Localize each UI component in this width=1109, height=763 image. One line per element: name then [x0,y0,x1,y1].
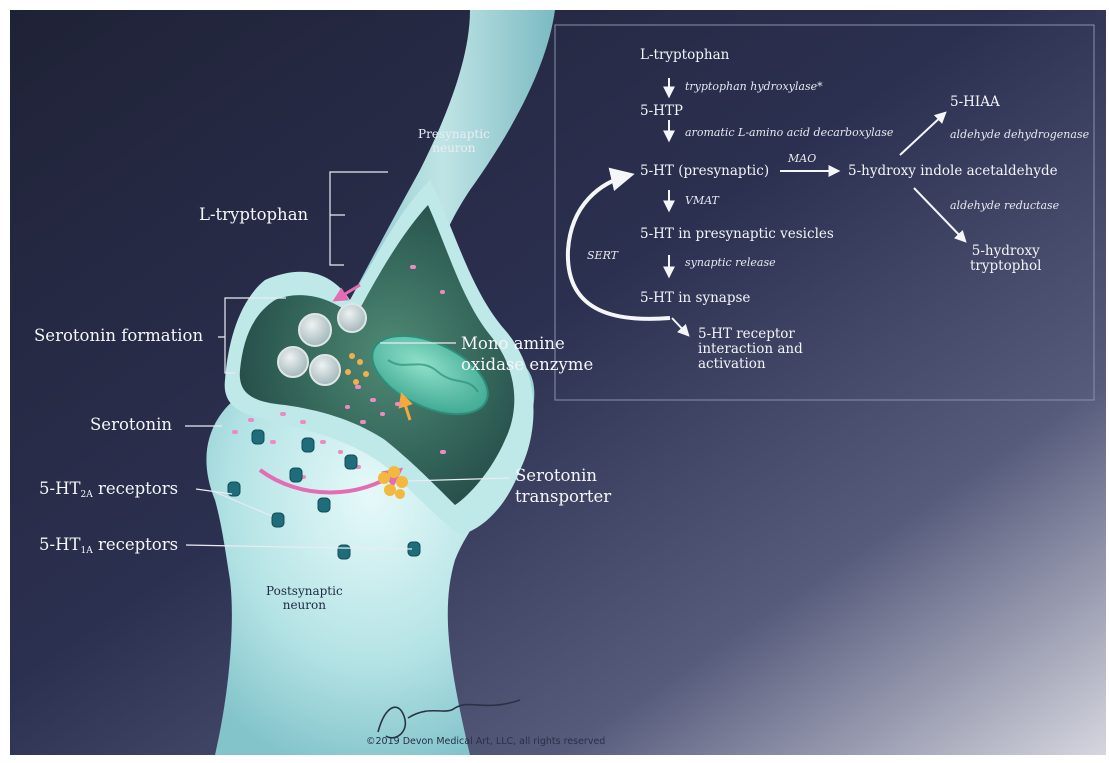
step-5-htp: 5-HTP [640,103,683,119]
receptor-activation-line1: 5-HT receptor [698,327,803,342]
presynaptic-label-line1: Presynaptic [418,127,490,141]
serotonin-formation-label: Serotonin formation [34,326,203,345]
serotonin-label: Serotonin [90,415,172,434]
step-hydroxy-indole: 5-hydroxy indole acetaldehyde [848,163,1058,179]
mao-enzyme-label: Mono amine oxidase enzyme [461,333,593,375]
step-tryptophol: 5-hydroxy tryptophol [970,244,1041,274]
enzyme-tryptophan-hydroxylase: tryptophan hydroxylase* [685,80,823,93]
step-l-tryptophan: L-tryptophan [640,47,729,63]
step-receptor-activation: 5-HT receptor interaction and activation [698,327,803,372]
receptors-2a-subscript: 2A [80,490,92,500]
presynaptic-label-line2: neuron [418,141,490,155]
copyright-notice: ©2019 Devon Medical Art, LLC, all rights… [366,736,605,747]
mao-label-line2: oxidase enzyme [461,354,593,375]
receptor-activation-line2: interaction and [698,342,803,357]
postsynaptic-label-line2: neuron [266,598,343,612]
tryptophol-line2: tryptophol [970,259,1041,274]
enzyme-aldehyde-reductase: aldehyde reductase [950,199,1059,212]
tryptophol-line1: 5-hydroxy [970,244,1041,259]
receptors-1a-suffix: receptors [93,535,178,554]
receptor-activation-line3: activation [698,357,803,372]
postsynaptic-neuron-label: Postsynaptic neuron [266,584,343,612]
receptors-2a-suffix: receptors [93,479,178,498]
step-5-ht-presynaptic: 5-HT (presynaptic) [640,163,769,179]
serotonin-transporter-label: Serotonin transporter [515,465,611,507]
enzyme-synaptic-release: synaptic release [685,256,776,269]
receptors-2a-prefix: 5-HT [39,479,80,498]
enzyme-aldehyde-dehydrogenase: aldehyde dehydrogenase [950,128,1089,141]
step-5-ht-synapse: 5-HT in synapse [640,290,750,306]
step-presynaptic-vesicles: 5-HT in presynaptic vesicles [640,226,834,242]
l-tryptophan-label: L-tryptophan [199,205,308,224]
receptors-1a-subscript: 1A [80,546,92,556]
enzyme-vmat: VMAT [685,194,719,207]
mao-label-line1: Mono amine [461,333,593,354]
enzyme-sert: SERT [587,249,618,262]
receptors-2a-label: 5-HT2A receptors [39,479,178,500]
enzyme-aadc: aromatic L-amino acid decarboxylase [685,126,893,139]
receptors-1a-label: 5-HT1A receptors [39,535,178,556]
postsynaptic-label-line1: Postsynaptic [266,584,343,598]
step-5-hiaa: 5-HIAA [950,94,1000,110]
receptors-1a-prefix: 5-HT [39,535,80,554]
enzyme-mao: MAO [788,152,816,165]
transporter-label-line1: Serotonin [515,465,611,486]
background-panel [10,10,1106,755]
transporter-label-line2: transporter [515,486,611,507]
presynaptic-neuron-label: Presynaptic neuron [418,127,490,155]
